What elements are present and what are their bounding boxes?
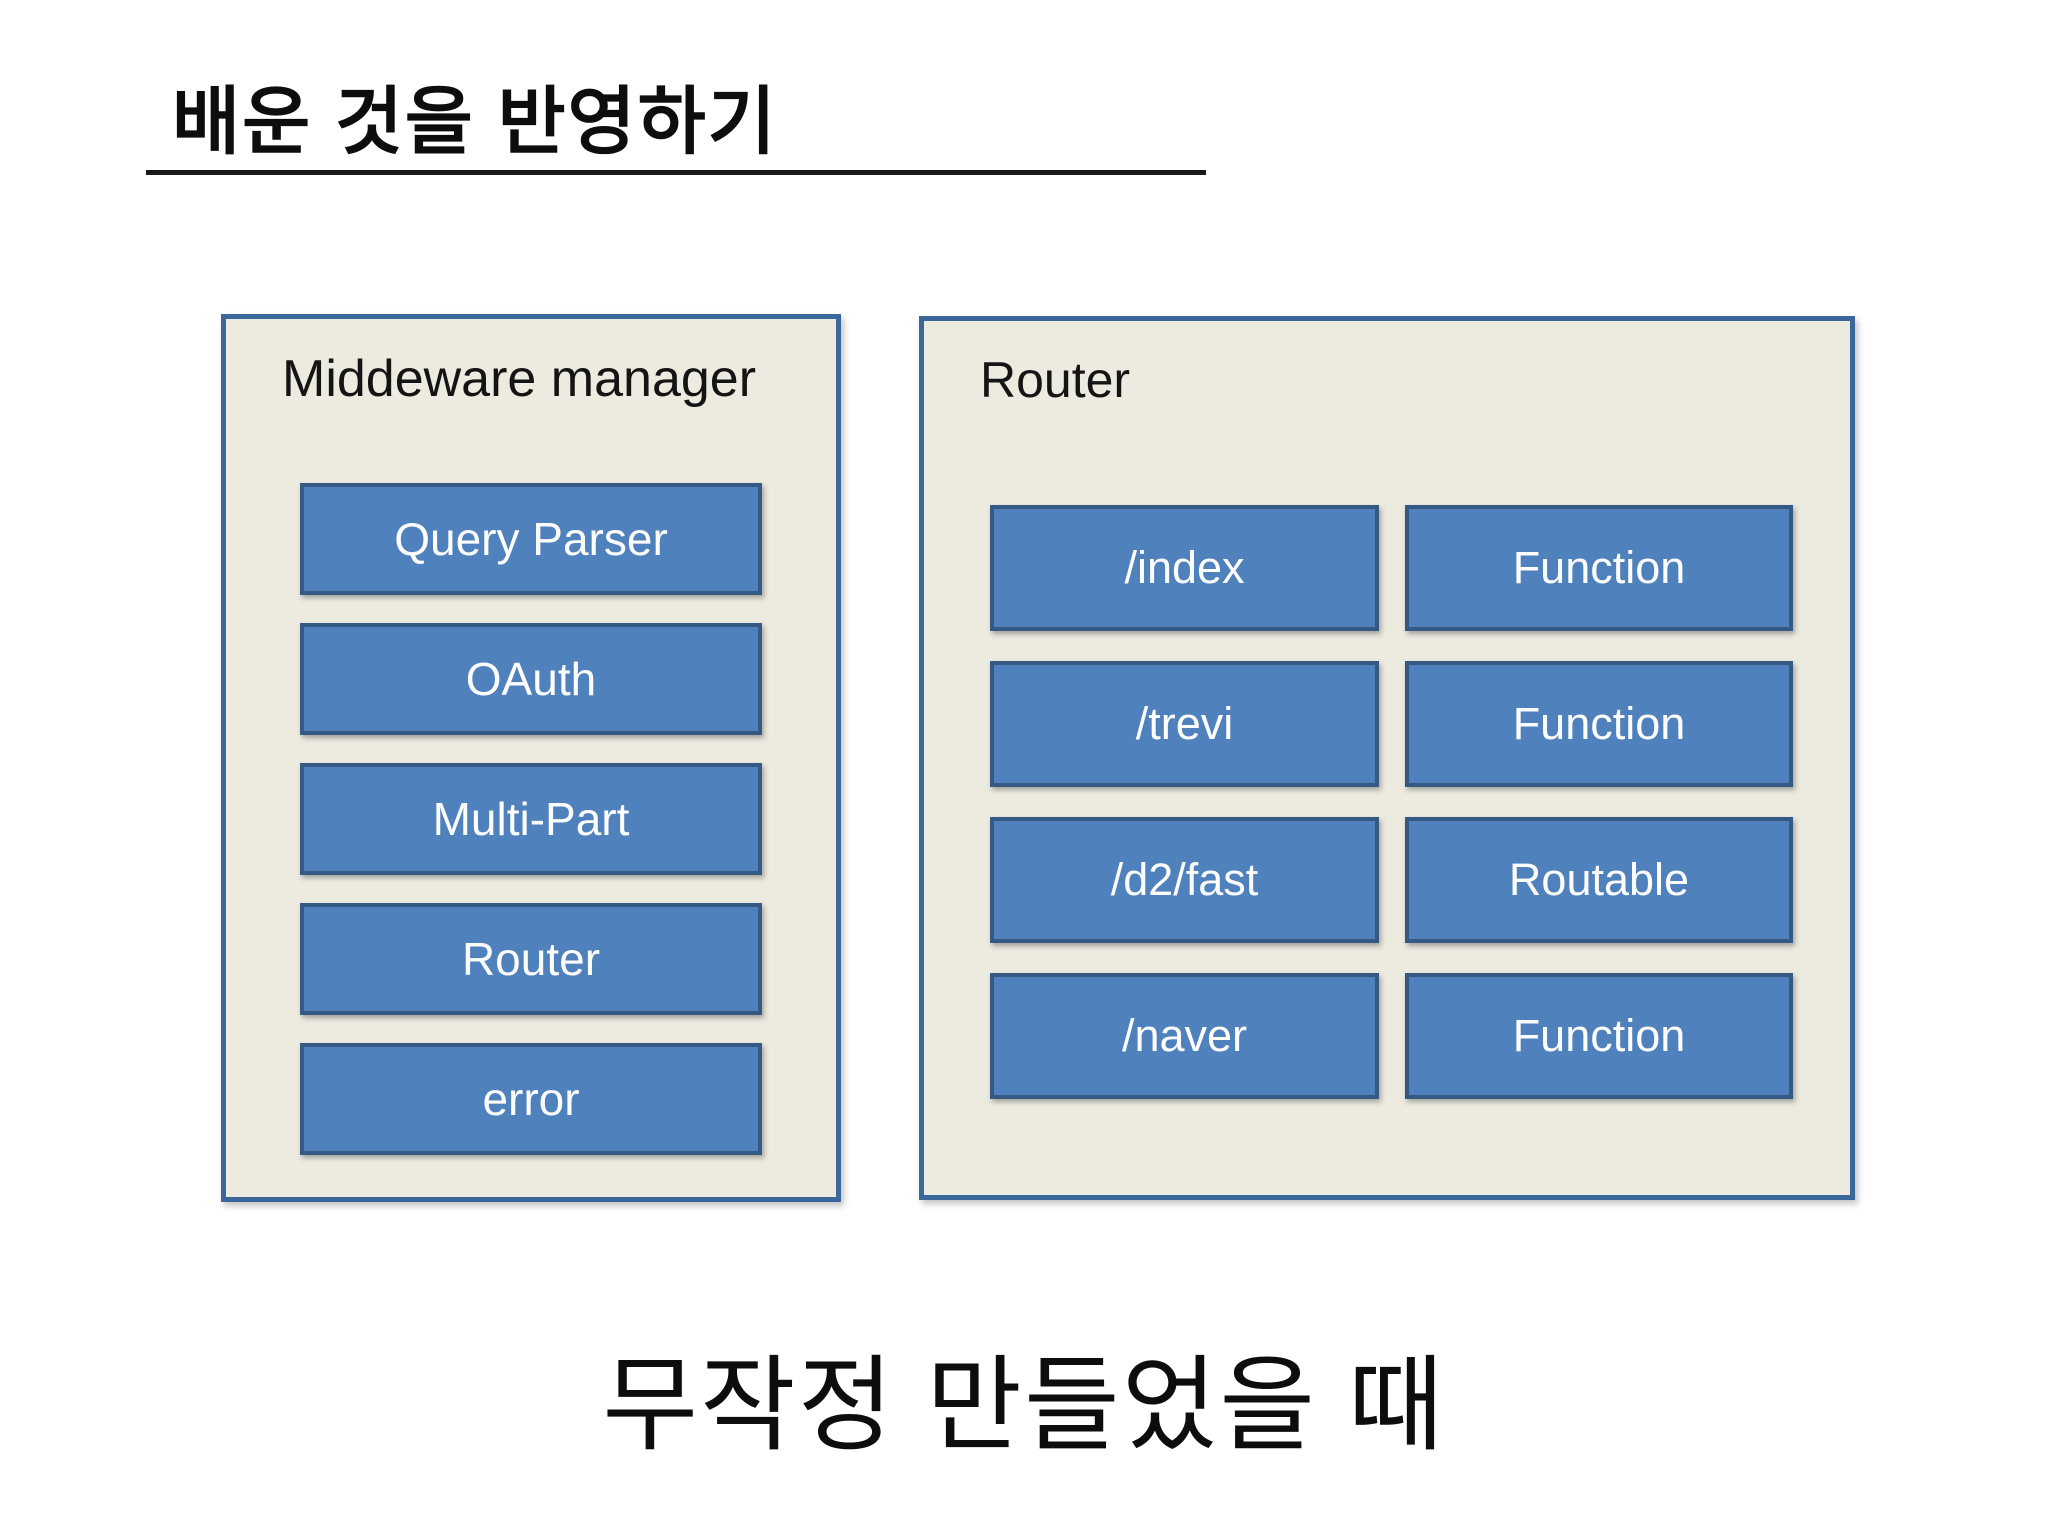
middleware-item-oauth: OAuth: [300, 623, 762, 735]
middleware-item-error: error: [300, 1043, 762, 1155]
slide-caption: 무작정 만들었을 때: [602, 1348, 1446, 1464]
router-panel-title: Router: [980, 352, 1131, 408]
middleware-panel-title: Middeware manager: [282, 350, 757, 408]
middleware-manager-panel: Middeware manager Query Parser OAuth Mul…: [221, 314, 841, 1202]
middleware-item-router: Router: [300, 903, 762, 1015]
route-box-index: /index: [990, 505, 1379, 631]
middleware-item-stack: Query Parser OAuth Multi-Part Router err…: [226, 483, 836, 1155]
route-box-naver: /naver: [990, 973, 1379, 1099]
route-box-d2-fast: /d2/fast: [990, 817, 1379, 943]
route-box-trevi: /trevi: [990, 661, 1379, 787]
handler-box-index: Function: [1405, 505, 1793, 631]
title-underline: [146, 170, 1206, 175]
middleware-item-query-parser: Query Parser: [300, 483, 762, 595]
handler-box-naver: Function: [1405, 973, 1793, 1099]
handler-box-d2-fast: Routable: [1405, 817, 1793, 943]
middleware-item-multi-part: Multi-Part: [300, 763, 762, 875]
router-panel: Router /index Function /trevi Function /…: [919, 316, 1855, 1200]
page-title: 배운 것을 반영하기: [172, 80, 778, 163]
router-route-grid: /index Function /trevi Function /d2/fast…: [990, 505, 1793, 1099]
handler-box-trevi: Function: [1405, 661, 1793, 787]
